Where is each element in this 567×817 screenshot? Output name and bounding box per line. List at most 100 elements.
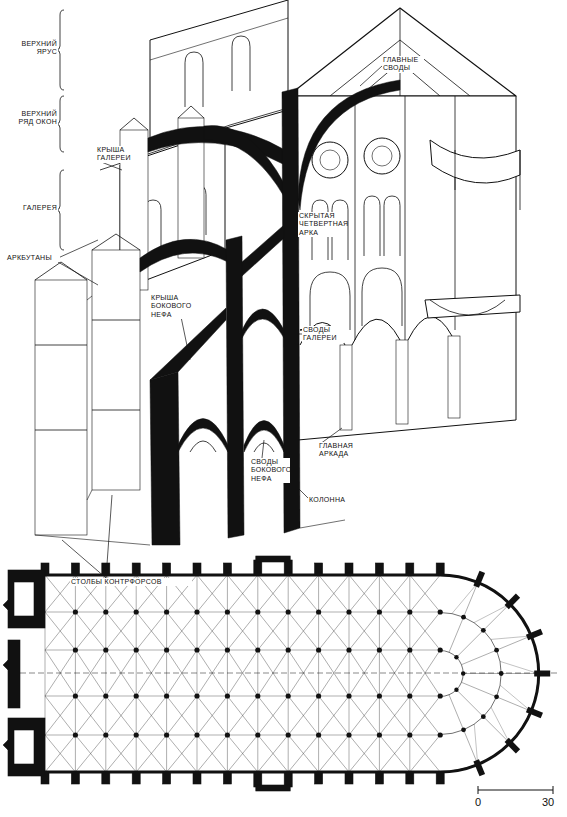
buttress-pier bbox=[35, 280, 87, 535]
vault-rib bbox=[106, 612, 136, 650]
vault-rib bbox=[379, 612, 409, 650]
rose-window bbox=[320, 150, 340, 170]
pier bbox=[316, 609, 321, 614]
pier bbox=[346, 693, 351, 698]
part-label: ГЛАВНАЯ АРКАДА bbox=[318, 442, 360, 459]
lancet-window bbox=[232, 36, 250, 91]
vault-rib bbox=[410, 735, 440, 772]
apse-ring bbox=[440, 576, 538, 772]
vault-rib bbox=[474, 604, 510, 622]
vault-rib bbox=[500, 685, 531, 711]
buttress bbox=[223, 772, 231, 784]
pier bbox=[164, 732, 169, 737]
vault-rib bbox=[461, 682, 530, 711]
aisle-vault bbox=[244, 421, 284, 453]
pier bbox=[407, 647, 412, 652]
pier bbox=[286, 732, 291, 737]
buttress bbox=[375, 563, 383, 575]
vault-rib bbox=[491, 707, 509, 743]
pier bbox=[134, 647, 139, 652]
pier bbox=[225, 732, 230, 737]
buttress bbox=[406, 563, 414, 575]
flying-buttress bbox=[140, 239, 228, 272]
buttress bbox=[315, 563, 323, 575]
pier bbox=[461, 727, 466, 732]
ground-plan bbox=[3, 556, 560, 794]
vault-rib bbox=[106, 696, 136, 735]
vault-rib bbox=[227, 735, 257, 772]
transept-wall bbox=[256, 785, 290, 791]
pier bbox=[377, 609, 382, 614]
vault-rib bbox=[45, 696, 75, 735]
leader-line bbox=[298, 488, 308, 498]
buttress bbox=[534, 671, 550, 677]
pier bbox=[255, 609, 260, 614]
leader-line bbox=[58, 240, 98, 285]
vault-ribs bbox=[45, 575, 538, 772]
pier bbox=[286, 609, 291, 614]
vault-rib bbox=[258, 575, 288, 612]
buttress bbox=[526, 707, 543, 719]
pier bbox=[194, 693, 199, 698]
pier-cap bbox=[120, 106, 204, 130]
pier bbox=[481, 714, 486, 719]
flying-buttress bbox=[204, 125, 285, 198]
vault-rib bbox=[449, 695, 478, 764]
vault-rib bbox=[227, 696, 257, 735]
pier bbox=[407, 732, 412, 737]
buttress bbox=[193, 563, 201, 575]
vault-rib bbox=[455, 150, 520, 210]
arcade-arch bbox=[300, 317, 452, 345]
cutaway-section bbox=[35, 0, 520, 545]
pier bbox=[103, 693, 108, 698]
pier bbox=[407, 609, 412, 614]
vault-rib bbox=[75, 612, 105, 650]
pier bbox=[438, 732, 443, 737]
pier bbox=[346, 647, 351, 652]
facade-wall bbox=[8, 640, 20, 708]
part-label: ГЛАВНЫЕ СВОДЫ bbox=[382, 56, 424, 73]
vault-rib bbox=[379, 575, 409, 612]
scale-number: 30 bbox=[541, 796, 563, 809]
pier bbox=[134, 693, 139, 698]
buttress bbox=[132, 563, 140, 575]
buttress bbox=[406, 772, 414, 784]
transept-wall bbox=[256, 556, 290, 562]
buttress bbox=[473, 759, 485, 776]
lancet-window bbox=[362, 268, 402, 326]
lancet-window bbox=[384, 196, 400, 256]
pier bbox=[316, 647, 321, 652]
pier bbox=[194, 609, 199, 614]
vault-rib bbox=[45, 735, 75, 772]
column bbox=[340, 345, 352, 430]
main-vault bbox=[298, 80, 400, 210]
part-label: КРЫША ГАЛЕРЕИ bbox=[96, 146, 136, 163]
vault-rib bbox=[258, 612, 288, 650]
piers bbox=[73, 609, 504, 737]
part-label: СВОДЫ БОКОВОГО НЕФА bbox=[250, 458, 290, 483]
vault-rib bbox=[288, 612, 318, 650]
pier bbox=[103, 732, 108, 737]
buttress bbox=[132, 772, 140, 784]
vault-rib bbox=[349, 575, 379, 612]
buttress bbox=[193, 772, 201, 784]
nave-wall bbox=[298, 96, 516, 440]
pier bbox=[377, 732, 382, 737]
vault-rib bbox=[75, 735, 105, 772]
vault-rib bbox=[319, 575, 349, 612]
pier bbox=[225, 609, 230, 614]
tower-interior bbox=[14, 582, 34, 616]
vault-rib bbox=[75, 696, 105, 735]
pier bbox=[225, 693, 230, 698]
buttress bbox=[163, 563, 171, 575]
pier bbox=[346, 609, 351, 614]
vault-rib bbox=[319, 735, 349, 772]
buttress bbox=[102, 563, 110, 575]
buttress bbox=[345, 772, 353, 784]
vault-rib bbox=[167, 735, 197, 772]
pier bbox=[73, 647, 78, 652]
aisle-vault bbox=[178, 419, 228, 453]
vault-rib bbox=[410, 696, 440, 735]
vault-rib bbox=[258, 735, 288, 772]
